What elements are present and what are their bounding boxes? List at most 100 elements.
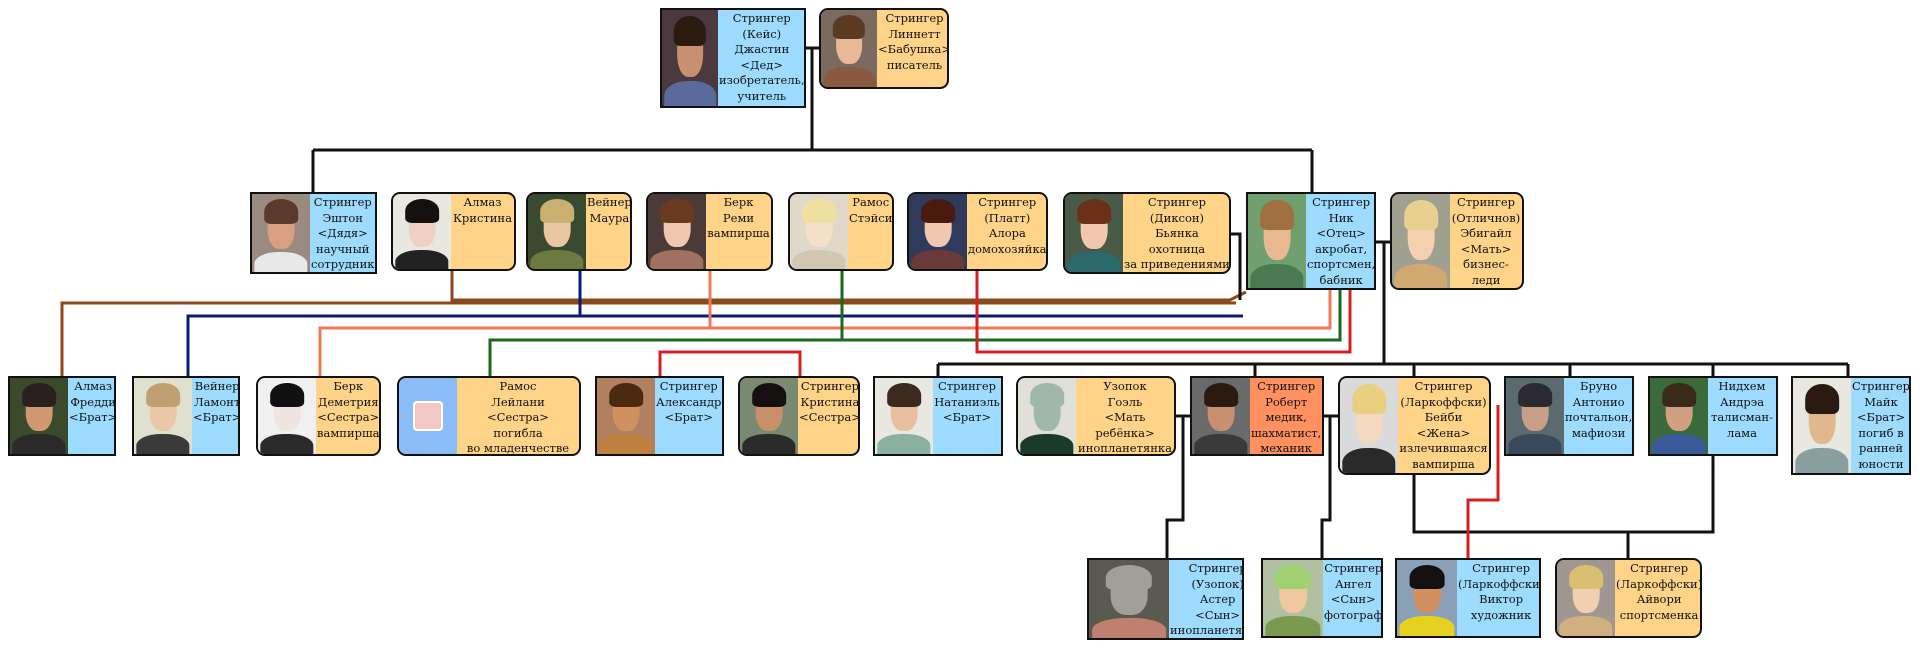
caption-line: домохозяйка — [968, 241, 1047, 256]
person-card-baby[interactable]: Стрингер(Ларкоффски)Бейби<Жена>излечивша… — [1338, 376, 1491, 475]
person-caption: Стрингер(Отличнов)Эбигайл<Мать>бизнес-ле… — [1450, 194, 1522, 288]
caption-line: Линнетт — [888, 26, 941, 41]
caption-line: Майк — [1864, 394, 1898, 409]
caption-line: Стрингер — [885, 11, 944, 25]
person-card-aster[interactable]: Стрингер(Узопок)Астер<Сын>инопланетянин — [1087, 558, 1244, 640]
caption-line: Астер — [1199, 592, 1236, 606]
caption-line: Ангел — [1334, 576, 1372, 591]
person-card-justin[interactable]: Стрингер(Кейс)Джастин<Дед>изобретатель,у… — [660, 8, 806, 108]
portrait-image — [648, 194, 706, 269]
caption-line: (Отличнов) — [1451, 210, 1521, 225]
caption-line: <Отец> — [1316, 226, 1366, 240]
caption-line: погибла — [493, 425, 543, 440]
portrait-image — [399, 378, 457, 454]
caption-line: Стрингер — [1312, 195, 1371, 209]
caption-line: Вейнер — [194, 379, 240, 393]
caption-line: Эштон — [322, 210, 363, 225]
affair-line-maura — [578, 271, 1243, 318]
caption-line: почтальон, — [1565, 410, 1633, 424]
caption-line: Роберт — [1265, 394, 1308, 409]
portrait-image — [1397, 560, 1457, 636]
portrait-image — [740, 378, 798, 454]
caption-line: <Брат> — [69, 410, 116, 424]
descent-line-leilani — [488, 338, 842, 376]
caption-line: художник — [1470, 607, 1532, 622]
caption-line: вампирша — [707, 226, 770, 240]
portrait-image — [134, 378, 192, 454]
caption-line: Бруно — [1580, 379, 1618, 393]
portrait-image — [821, 10, 877, 87]
caption-line: бизнес- — [1463, 257, 1509, 271]
caption-line: <Брат> — [1856, 410, 1906, 424]
portrait-image — [258, 378, 316, 454]
caption-line: акробат, — [1315, 241, 1368, 256]
portrait-image — [1248, 194, 1306, 288]
affair-line-bruno — [1466, 405, 1500, 558]
caption-line: <Брат> — [942, 410, 992, 424]
spouse-line-bianca — [1231, 232, 1242, 300]
caption-line: Кристина — [453, 210, 512, 225]
caption-line: механик — [1260, 441, 1312, 455]
descent-line-demetria — [318, 326, 710, 376]
caption-line: (Узопок) — [1191, 576, 1244, 591]
caption-line: <Сын> — [1195, 607, 1241, 622]
caption-line: инопланетянка — [1078, 441, 1172, 455]
portrait-image — [393, 194, 451, 269]
caption-line: Рамос — [852, 195, 890, 209]
portrait-image — [662, 10, 718, 106]
caption-line: Стрингер — [1472, 561, 1531, 575]
caption-line: Александр — [656, 394, 722, 409]
caption-line: Эбигайл — [1460, 226, 1512, 240]
portrait-image — [1557, 560, 1615, 636]
descent-line-freddy — [60, 301, 1236, 376]
caption-line: (Ларкоффски) — [1616, 576, 1702, 591]
caption-line: <Сын> — [1330, 592, 1376, 606]
portrait-image — [1506, 378, 1564, 454]
caption-line: Виктор — [1479, 592, 1524, 606]
caption-line: Стрингер — [732, 11, 791, 25]
portrait-image — [1793, 378, 1851, 473]
person-card-abigail[interactable]: Стрингер(Отличнов)Эбигайл<Мать>бизнес-ле… — [1390, 192, 1524, 290]
caption-line: Берк — [333, 379, 364, 393]
caption-line: Вейнер — [587, 195, 632, 209]
caption-line: Стрингер — [1188, 561, 1244, 575]
caption-line: учитель — [737, 88, 787, 103]
caption-line: Фредди — [70, 394, 116, 409]
caption-line: Рамос — [499, 379, 537, 393]
